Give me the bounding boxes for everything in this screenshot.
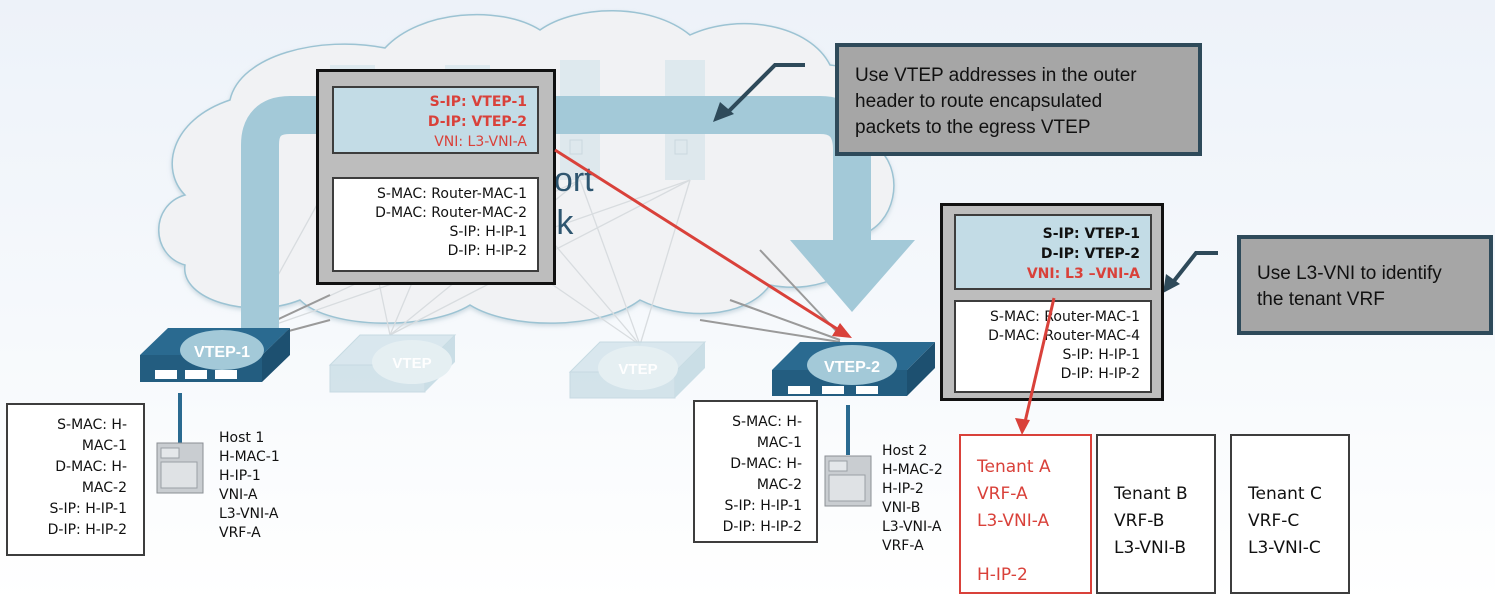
host-vrf: VRF-A (882, 538, 924, 554)
outer-vni: VNI: L3 –VNI-A (1026, 266, 1140, 282)
tenant-c-vrf: Tenant C VRF-C L3-VNI-C (1230, 434, 1350, 594)
inner-src-ip: S-IP: H-IP-1 (1062, 347, 1140, 363)
callout-outer-header-routing: Use VTEP addresses in the outer header t… (835, 43, 1202, 156)
tenant-host-ip: H-IP-2 (977, 565, 1028, 585)
callout-line: packets to the egress VTEP (855, 117, 1091, 138)
host-vni: VNI-A (219, 487, 258, 503)
spacer (977, 535, 1090, 562)
frame-line: D-MAC: H- (55, 459, 127, 475)
host-name: Host 1 (219, 430, 265, 446)
vtep-switch-inactive-2: VTEP (568, 341, 707, 399)
vtep-2-switch[interactable]: VTEP-2 (772, 342, 935, 396)
host1-frame: S-MAC: H- MAC-1 D-MAC: H- MAC-2 S-IP: H-… (6, 403, 145, 556)
inner-dst-mac: D-MAC: Router-MAC-2 (375, 205, 527, 221)
tenant-name: Tenant C (1248, 484, 1322, 504)
tenant-b-vrf: Tenant B VRF-B L3-VNI-B (1096, 434, 1216, 594)
frame-line: D-MAC: H- (730, 456, 802, 472)
tenant-vrf: VRF-C (1248, 511, 1300, 531)
host-ip: H-IP-1 (219, 468, 261, 484)
host-name: Host 2 (882, 443, 928, 459)
inner-frame: S-MAC: Router-MAC-1 D-MAC: Router-MAC-4 … (954, 300, 1152, 393)
outer-dst-ip: D-IP: VTEP-2 (1040, 246, 1140, 262)
inner-frame: S-MAC: Router-MAC-1 D-MAC: Router-MAC-2 … (332, 177, 539, 272)
callout-line: header to route encapsulated (855, 91, 1103, 112)
tenant-l3vni: L3-VNI-B (1114, 538, 1186, 558)
host-l3vni: L3-VNI-A (882, 519, 942, 535)
callout-line: the tenant VRF (1257, 289, 1385, 310)
vtep-switch-inactive-1: VTEP (328, 334, 457, 393)
tenant-l3vni: L3-VNI-A (977, 511, 1050, 531)
vtep-inactive-label: VTEP (618, 361, 657, 378)
frame-line: MAC-1 (756, 435, 802, 451)
tenant-name: Tenant A (977, 457, 1051, 477)
outer-header: S-IP: VTEP-1 D-IP: VTEP-2 VNI: L3-VNI-A (332, 86, 539, 154)
vtep-inactive-label: VTEP (392, 355, 431, 372)
inner-dst-mac: D-MAC: Router-MAC-4 (988, 328, 1140, 344)
frame-line: S-MAC: H- (732, 414, 802, 430)
callout-l3vni-vrf: Use L3-VNI to identify the tenant VRF (1237, 235, 1493, 335)
host-mac: H-MAC-2 (882, 462, 943, 478)
encapsulated-packet-egress: S-IP: VTEP-1 D-IP: VTEP-2 VNI: L3 –VNI-A… (940, 203, 1164, 401)
inner-src-mac: S-MAC: Router-MAC-1 (990, 309, 1140, 325)
frame-line: S-MAC: H- (57, 417, 127, 433)
inner-dst-ip: D-IP: H-IP-2 (447, 243, 527, 259)
outer-header: S-IP: VTEP-1 D-IP: VTEP-2 VNI: L3 –VNI-A (954, 214, 1152, 290)
host1-info: Host 1 H-MAC-1 H-IP-1 VNI-A L3-VNI-A VRF… (219, 429, 280, 543)
frame-line: MAC-2 (756, 477, 802, 493)
frame-line: S-IP: H-IP-1 (724, 498, 802, 514)
inner-src-ip: S-IP: H-IP-1 (449, 224, 527, 240)
frame-line: MAC-1 (81, 438, 127, 454)
host2-info: Host 2 H-MAC-2 H-IP-2 VNI-B L3-VNI-A VRF… (882, 442, 943, 556)
frame-line: S-IP: H-IP-1 (49, 501, 127, 517)
outer-src-ip: S-IP: VTEP-1 (429, 94, 527, 110)
host1-server-icon (156, 442, 204, 494)
frame-line: MAC-2 (81, 480, 127, 496)
host2-frame: S-MAC: H- MAC-1 D-MAC: H- MAC-2 S-IP: H-… (693, 400, 818, 543)
tenant-name: Tenant B (1114, 484, 1188, 504)
vtep-1-label: VTEP-1 (194, 344, 250, 361)
tenant-vrf: VRF-B (1114, 511, 1165, 531)
host2-server-icon (824, 455, 872, 507)
outer-dst-ip: D-IP: VTEP-2 (427, 114, 527, 130)
host-l3vni: L3-VNI-A (219, 506, 279, 522)
callout-line: Use VTEP addresses in the outer (855, 65, 1137, 86)
inner-dst-ip: D-IP: H-IP-2 (1060, 366, 1140, 382)
vtep-2-label: VTEP-2 (824, 359, 880, 376)
outer-vni: VNI: L3-VNI-A (434, 134, 527, 150)
vtep-1-switch[interactable]: VTEP-1 (140, 328, 290, 382)
callout-arrowhead (713, 102, 734, 122)
tenant-l3vni: L3-VNI-C (1248, 538, 1321, 558)
callout-arrow-icon (723, 63, 805, 117)
host-mac: H-MAC-1 (219, 449, 280, 465)
host-ip: H-IP-2 (882, 481, 924, 497)
frame-line: D-IP: H-IP-2 (47, 522, 127, 538)
frame-line: D-IP: H-IP-2 (722, 519, 802, 535)
encapsulated-packet-transit: S-IP: VTEP-1 D-IP: VTEP-2 VNI: L3-VNI-A … (316, 69, 556, 285)
host-vrf: VRF-A (219, 525, 261, 541)
callout-line: Use L3-VNI to identify (1257, 263, 1442, 284)
tenant-a-vrf: Tenant A VRF-A L3-VNI-A H-IP-2 (959, 434, 1092, 594)
inner-src-mac: S-MAC: Router-MAC-1 (377, 186, 527, 202)
outer-src-ip: S-IP: VTEP-1 (1042, 226, 1140, 242)
tenant-vrf: VRF-A (977, 484, 1028, 504)
host-vni: VNI-B (882, 500, 921, 516)
callout-arrowhead (1163, 274, 1180, 293)
callout-arrow-icon (1168, 251, 1218, 288)
